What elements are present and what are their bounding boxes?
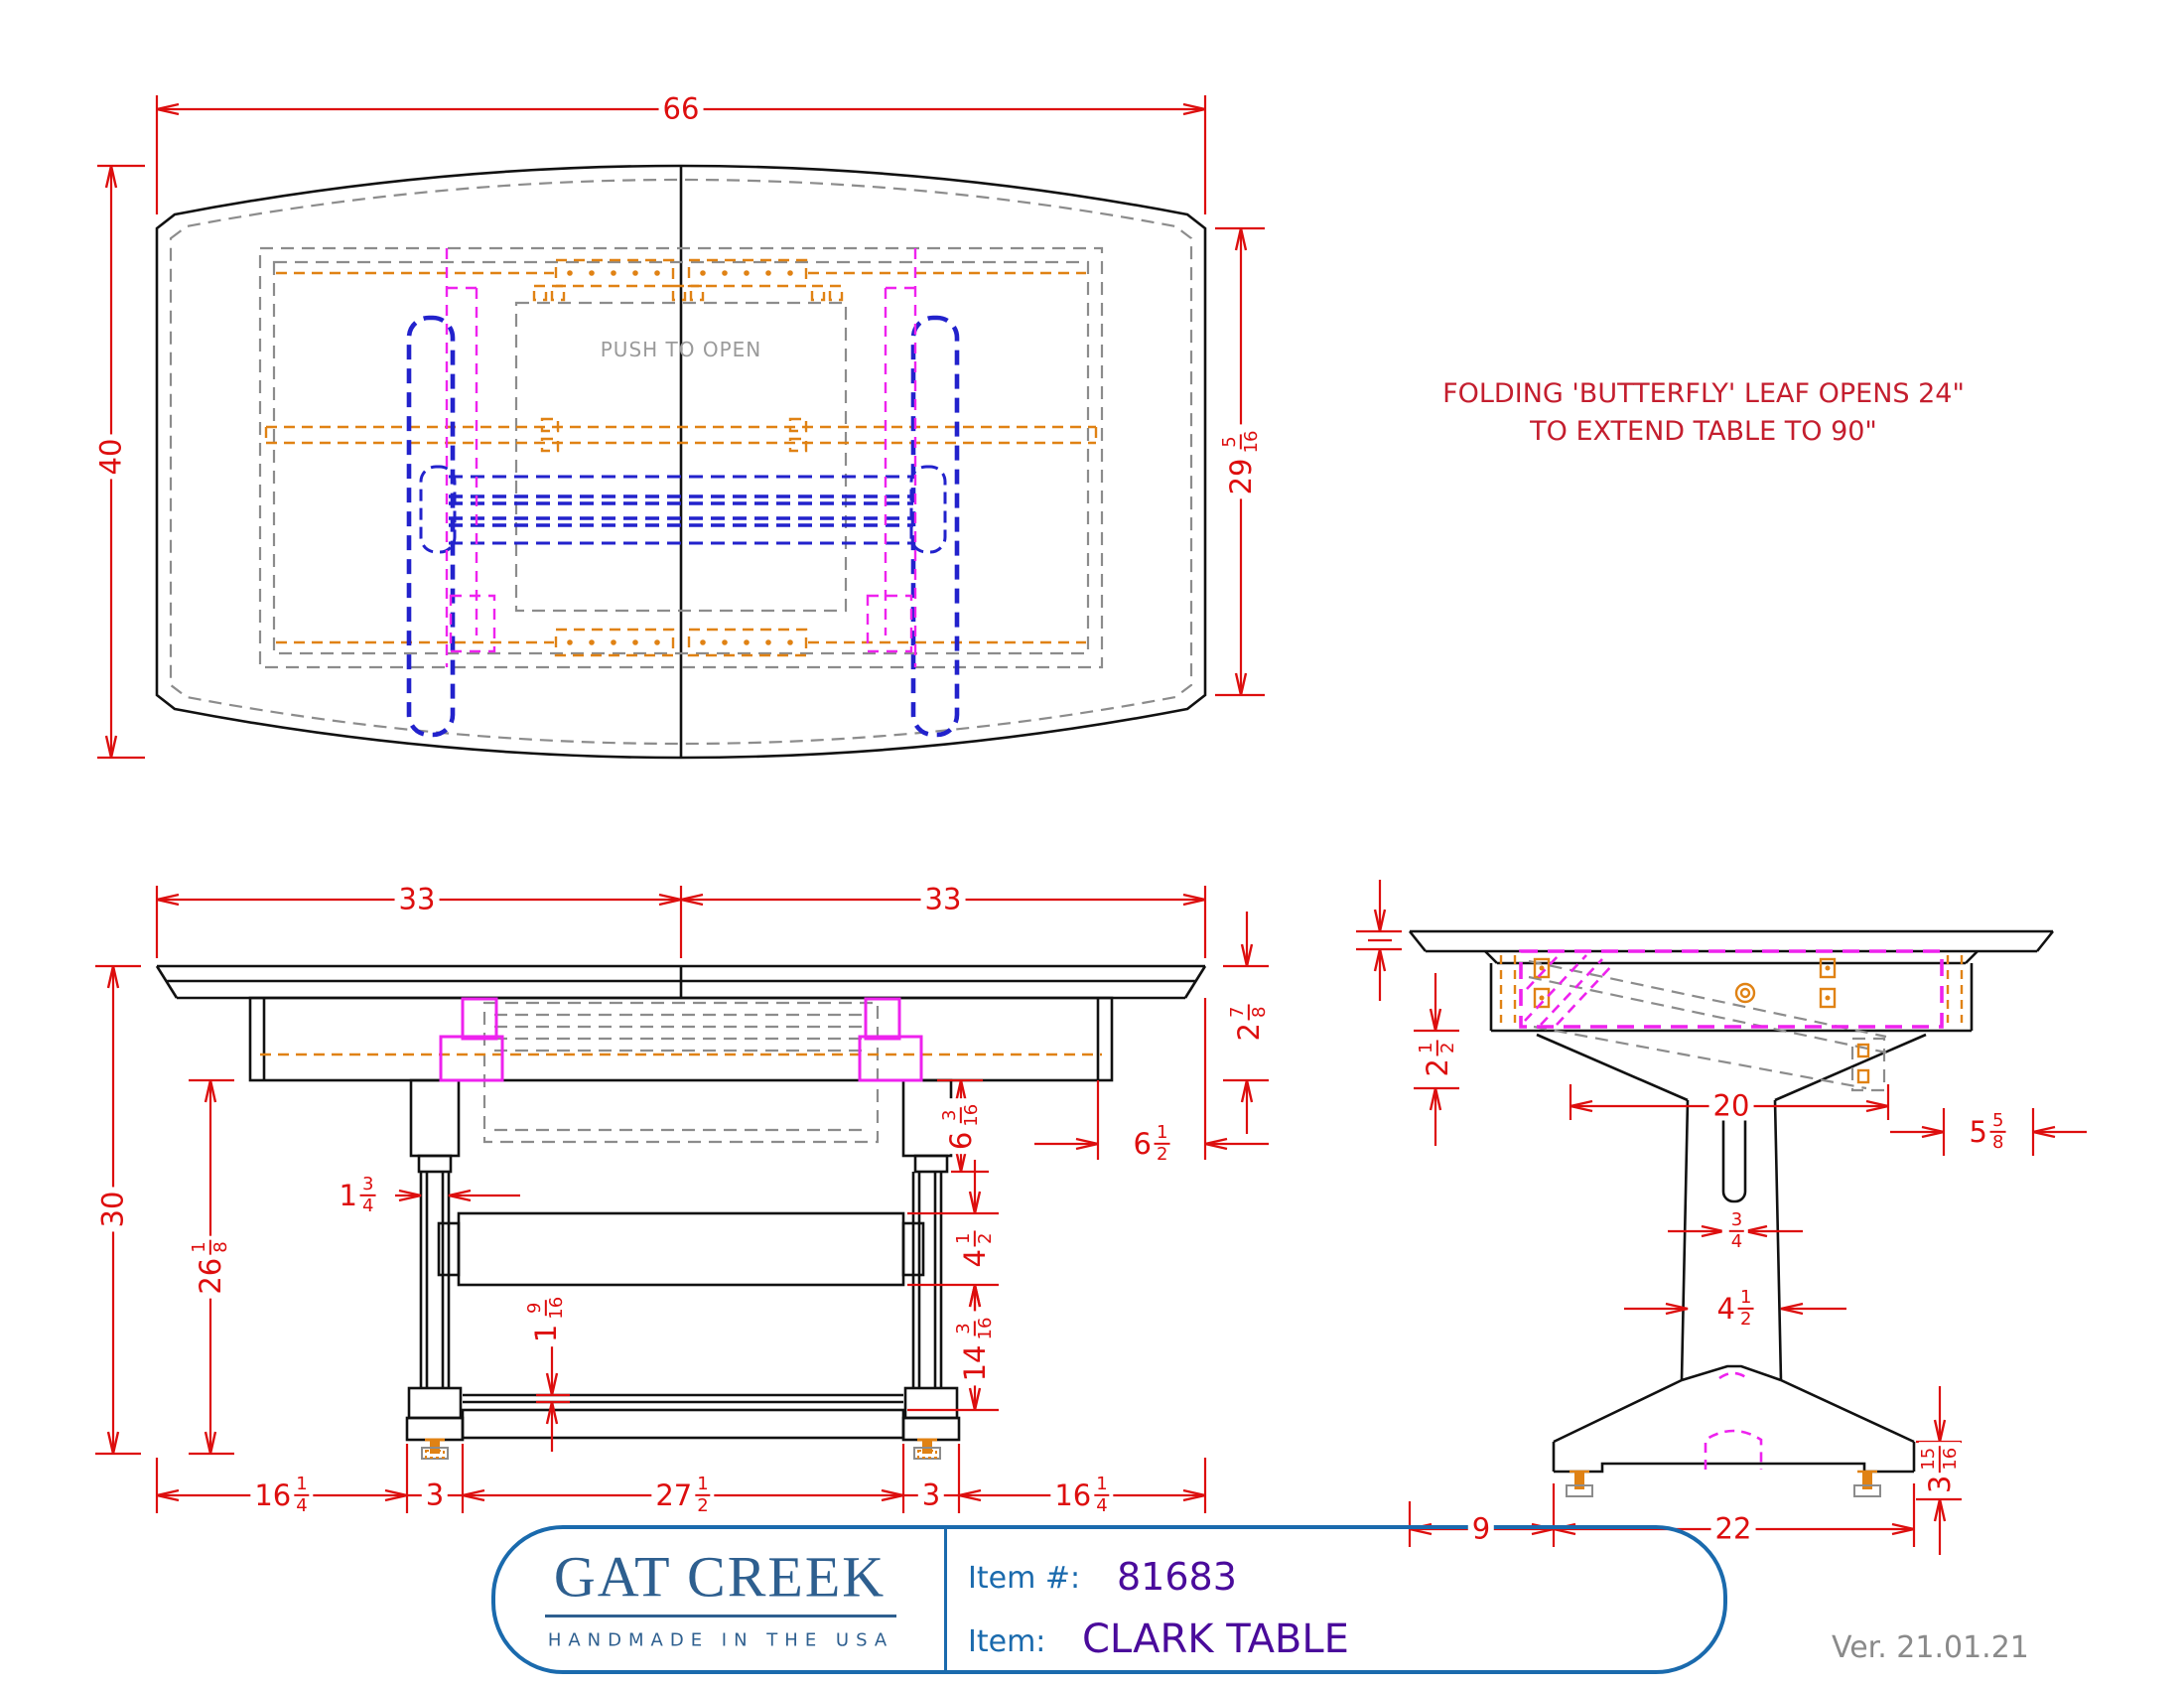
butterfly-note: FOLDING 'BUTTERFLY' LEAF OPENS 24" TO EX… [1442, 375, 1965, 451]
dim-top-depth: 40 [94, 434, 128, 480]
dim-overall-height: 30 [96, 1187, 130, 1232]
side-outline [1408, 929, 2055, 1474]
dim-foot-width-right: 3 [917, 1480, 945, 1510]
dim-top-width: 66 [658, 94, 704, 124]
hidden-lines [169, 178, 1193, 746]
front-outline [155, 964, 1207, 1442]
side-hidden-swing [1528, 959, 1887, 1092]
butterfly-supports [406, 315, 960, 738]
tabletop-outline [155, 164, 1207, 760]
dim-half-left: 33 [394, 885, 440, 914]
slide-hardware [264, 258, 1098, 657]
top-view [97, 95, 1265, 760]
push-to-open-label: PUSH TO OPEN [600, 338, 762, 361]
brand-tagline: HANDMADE IN THE USA [547, 1629, 894, 1651]
dim-foot-offset: 9 [1467, 1514, 1495, 1544]
leaf-brackets [445, 248, 917, 667]
brand-logo: GAT CREEK [553, 1544, 887, 1610]
item-number-value: 81683 [1117, 1555, 1237, 1599]
front-view [95, 886, 1269, 1513]
dim-foot-width-left: 3 [421, 1480, 449, 1510]
butterfly-note-line2: TO EXTEND TABLE TO 90" [1530, 416, 1877, 447]
dim-half-right: 33 [920, 885, 966, 914]
front-hidden-leaf [482, 1001, 880, 1144]
item-name-label: Item: [968, 1624, 1046, 1659]
slide-screws [567, 270, 793, 645]
brand-rule [545, 1615, 896, 1618]
item-number-label: Item #: [968, 1561, 1081, 1596]
version-text: Ver. 21.01.21 [1832, 1630, 2029, 1665]
title-block-divider [944, 1527, 947, 1672]
front-leaf-brackets [439, 997, 923, 1082]
side-folded-leaf [1519, 949, 1944, 1470]
dim-foot-length: 22 [1710, 1514, 1756, 1544]
butterfly-note-line1: FOLDING 'BUTTERFLY' LEAF OPENS 24" [1442, 378, 1965, 410]
title-block-border [491, 1525, 1727, 1674]
item-name-value: CLARK TABLE [1082, 1617, 1349, 1662]
dim-support-spread: 20 [1708, 1091, 1754, 1121]
side-hardware [1499, 955, 1964, 1497]
front-hardware [260, 997, 1102, 1460]
